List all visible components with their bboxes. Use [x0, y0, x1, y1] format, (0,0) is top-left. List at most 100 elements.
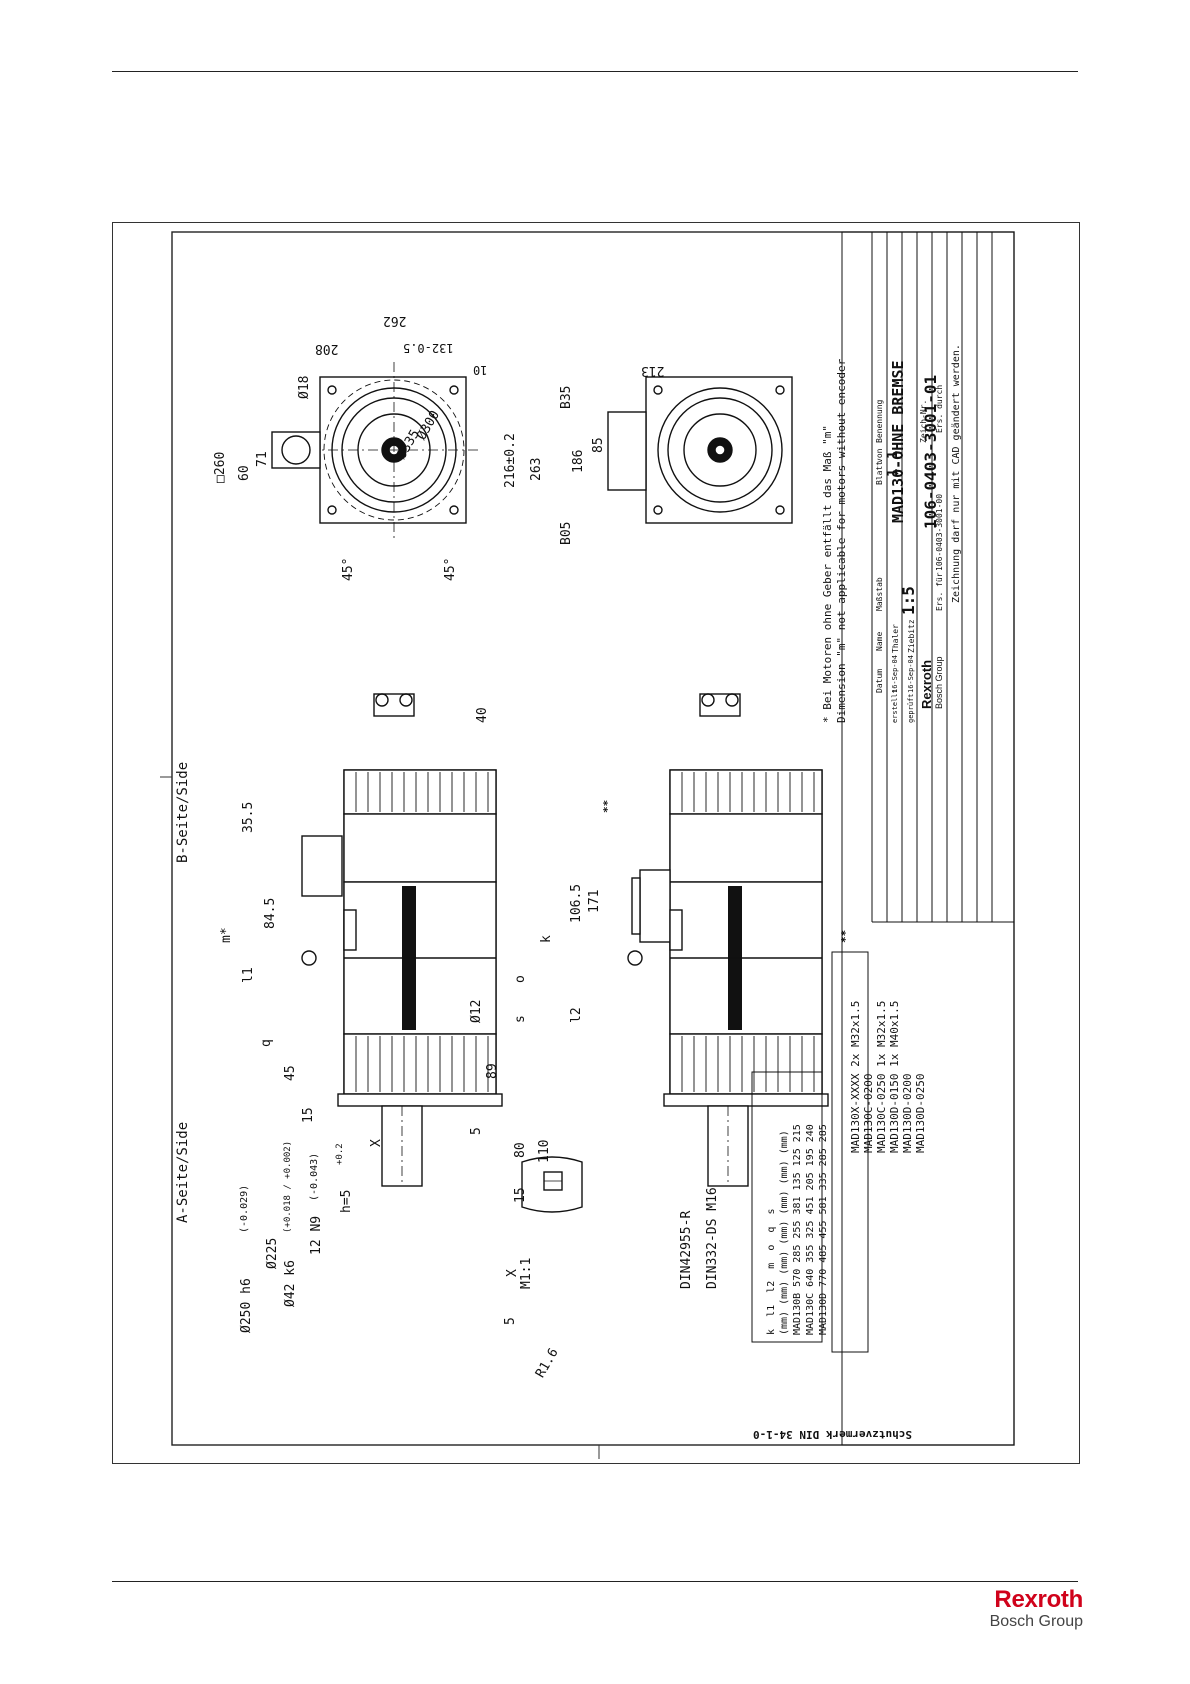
gland-row: MAD130C-0200	[862, 1073, 875, 1153]
detail-scale: M1:1	[519, 1257, 534, 1289]
dim-o: o	[513, 975, 528, 983]
title-block-logo: Rexroth Bosch Group	[919, 656, 944, 709]
dim-85: 85	[591, 437, 606, 453]
dim-216: 216±0.2	[503, 433, 518, 488]
dim-80: 80	[513, 1142, 528, 1158]
dim-shaft-tol: (+0.018 / +0.002)	[283, 1140, 293, 1233]
dim-106-5: 106.5	[569, 883, 584, 923]
dim-table-header: k l1 l2 m o q s	[766, 1208, 777, 1335]
title-block-frame	[751, 231, 1015, 1446]
title-block-name1: Thaler	[891, 624, 900, 653]
dim-10: 10	[473, 363, 488, 377]
dim-15a: 15	[301, 1107, 316, 1123]
dim-d335: Ø335	[394, 427, 423, 462]
dim-star2: **	[601, 799, 614, 813]
title-block-title: MAD130-OHNE BREMSE	[889, 360, 907, 523]
dim-d18: Ø18	[297, 375, 312, 399]
drawing-frame: A-Seite/Side B-Seite/Side Schutzvermerk …	[112, 222, 1080, 1464]
title-block-scale: 1:5	[899, 586, 918, 615]
dim-key-tol: (-0.043)	[309, 1152, 320, 1201]
title-block-of: 1	[885, 450, 901, 459]
front-view-encoder	[271, 362, 480, 538]
dim-table-units: (mm) (mm) (mm) (mm) (mm) (mm) (mm)	[779, 1130, 790, 1335]
brand-logo: Rexroth Bosch Group	[989, 1586, 1084, 1631]
title-block-name-label: Benennung	[875, 399, 884, 443]
title-block-scale-label: Maßstab	[875, 577, 884, 611]
table-row: MAD130B 570 285 255 381 135 125 215	[792, 1124, 803, 1335]
dim-186: 186	[571, 449, 586, 473]
callout-din42955: DIN42955-R	[679, 1210, 694, 1289]
footnote-de: * Bei Motoren ohne Geber entfällt das Ma…	[821, 424, 834, 723]
title-block-replaced-by: Ers. durch	[935, 384, 944, 433]
dim-171: 171	[587, 889, 602, 913]
dim-table: k l1 l2 m o q s (mm) (mm) (mm) (mm) (mm)…	[765, 1124, 830, 1335]
title-block-cad-note: Zeichnung darf nur mit CAD geändert werd…	[951, 344, 962, 603]
dim-213: 213	[641, 363, 665, 378]
protection-note: Schutzvermerk DIN 34-1-0	[753, 1428, 912, 1441]
detail-label: X	[505, 1269, 520, 1277]
label-b05: B05	[559, 521, 574, 545]
title-block-replaces: 106-0403-3001-00	[935, 493, 944, 571]
dim-71: 71	[255, 451, 270, 467]
angle-45a: 45°	[341, 557, 356, 581]
gland-table: MAD130X-XXXX 2x M32x1.5 MAD130C-0200 MAD…	[849, 1001, 927, 1153]
gland-row: MAD130C-0250 1x M32x1.5	[875, 1000, 888, 1153]
dim-l1: l1	[241, 967, 256, 983]
title-block-drawno-label: Zeich-Nr.	[919, 399, 928, 443]
gland-row: MAD130D-0250	[914, 1073, 927, 1153]
title-block-checked: geprüft	[907, 693, 915, 723]
detail-x	[521, 1156, 583, 1213]
gland-row: MAD130X-XXXX 2x M32x1.5	[849, 1000, 862, 1153]
title-block-date2: 16-Sep-04	[907, 655, 915, 693]
drawing-outer-frame	[112, 222, 1080, 1464]
brand-name: Rexroth	[994, 1586, 1083, 1613]
detail-r: R1.6	[533, 1345, 562, 1381]
dim-m: m*	[219, 927, 234, 943]
header-rule	[112, 71, 1078, 72]
side-view-encoder	[301, 693, 503, 1187]
dim-110: 110	[537, 1139, 552, 1163]
detail-5: 5	[503, 1317, 518, 1325]
callout-din332: DIN332-DS M16	[705, 1187, 720, 1289]
gland-row: MAD130D-0150 1x M40x1.5	[888, 1000, 901, 1153]
dim-key: 12 N9	[309, 1215, 324, 1255]
dim-132: 132-0.5	[403, 341, 454, 355]
technical-drawing	[112, 222, 1080, 1464]
dim-flange-tol: (-0.029)	[239, 1184, 250, 1233]
table-row: MAD130C 640 355 325 451 205 195 240	[805, 1124, 816, 1335]
dim-60: 60	[237, 465, 252, 481]
brand-group: Bosch Group	[989, 1613, 1083, 1630]
title-block-sheet-label: Blatt	[875, 460, 884, 485]
dim-k: k	[539, 935, 554, 943]
label-b35: B35	[559, 385, 574, 409]
dim-key-h: h=5	[339, 1189, 354, 1213]
dim-263: 263	[529, 457, 544, 481]
title-block-name-col: Name	[875, 631, 884, 651]
gland-row: MAD130D-0200	[901, 1073, 914, 1153]
dim-45: 45	[283, 1065, 298, 1081]
dim-key-h-tol: +0.2	[335, 1143, 345, 1165]
title-block-date-label: Datum	[875, 668, 884, 693]
dim-262: 262	[383, 313, 407, 328]
title-block-name2: Ziebitz	[907, 619, 916, 653]
title-block-sheet: 1	[885, 468, 901, 477]
dim-35-5: 35.5	[241, 801, 256, 833]
dim-shaft: Ø42 k6	[283, 1260, 298, 1307]
dim-d12: Ø12	[469, 999, 484, 1023]
dim-q: q	[259, 1039, 274, 1047]
dim-260: □260	[213, 451, 228, 483]
dim-15c: 15	[513, 1187, 528, 1203]
dim-mark-x: X	[369, 1139, 384, 1147]
side-b-label: B-Seite/Side	[175, 761, 191, 863]
title-block-date1: 16-Sep-04	[891, 655, 899, 693]
footnote-en: Dimension "m" not applicable for motors …	[835, 358, 848, 723]
dim-84-5: 84.5	[263, 897, 278, 929]
dim-89: 89	[485, 1063, 500, 1079]
side-a-label: A-Seite/Side	[175, 1121, 191, 1223]
dim-s: s	[513, 1015, 528, 1023]
title-block-drawn: erstellt	[891, 689, 899, 723]
angle-45b: 45°	[443, 557, 458, 581]
table-row: MAD130D 770 485 455 581 335 285 285	[818, 1124, 829, 1335]
title-block-of-label: von	[875, 448, 884, 463]
gland-marker: **	[839, 929, 852, 943]
